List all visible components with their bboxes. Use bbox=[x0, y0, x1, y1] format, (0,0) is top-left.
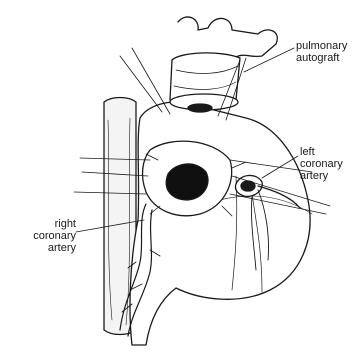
label-line: artery bbox=[20, 242, 76, 254]
heart-outline bbox=[130, 102, 312, 345]
label-line: autograft bbox=[296, 52, 347, 64]
label-line: artery bbox=[300, 170, 343, 182]
label-line: coronary bbox=[300, 158, 343, 170]
label-line: pulmonary bbox=[296, 40, 347, 52]
pulmonary-autograft-graft bbox=[170, 17, 277, 112]
label-line: left bbox=[300, 146, 343, 158]
label-line: right bbox=[20, 218, 76, 230]
label-pulmonary-autograft: pulmonary autograft bbox=[296, 40, 347, 64]
label-line: coronary bbox=[20, 230, 76, 242]
label-left-coronary-artery: left coronary artery bbox=[300, 146, 343, 182]
label-right-coronary-artery: right coronary artery bbox=[20, 218, 76, 254]
